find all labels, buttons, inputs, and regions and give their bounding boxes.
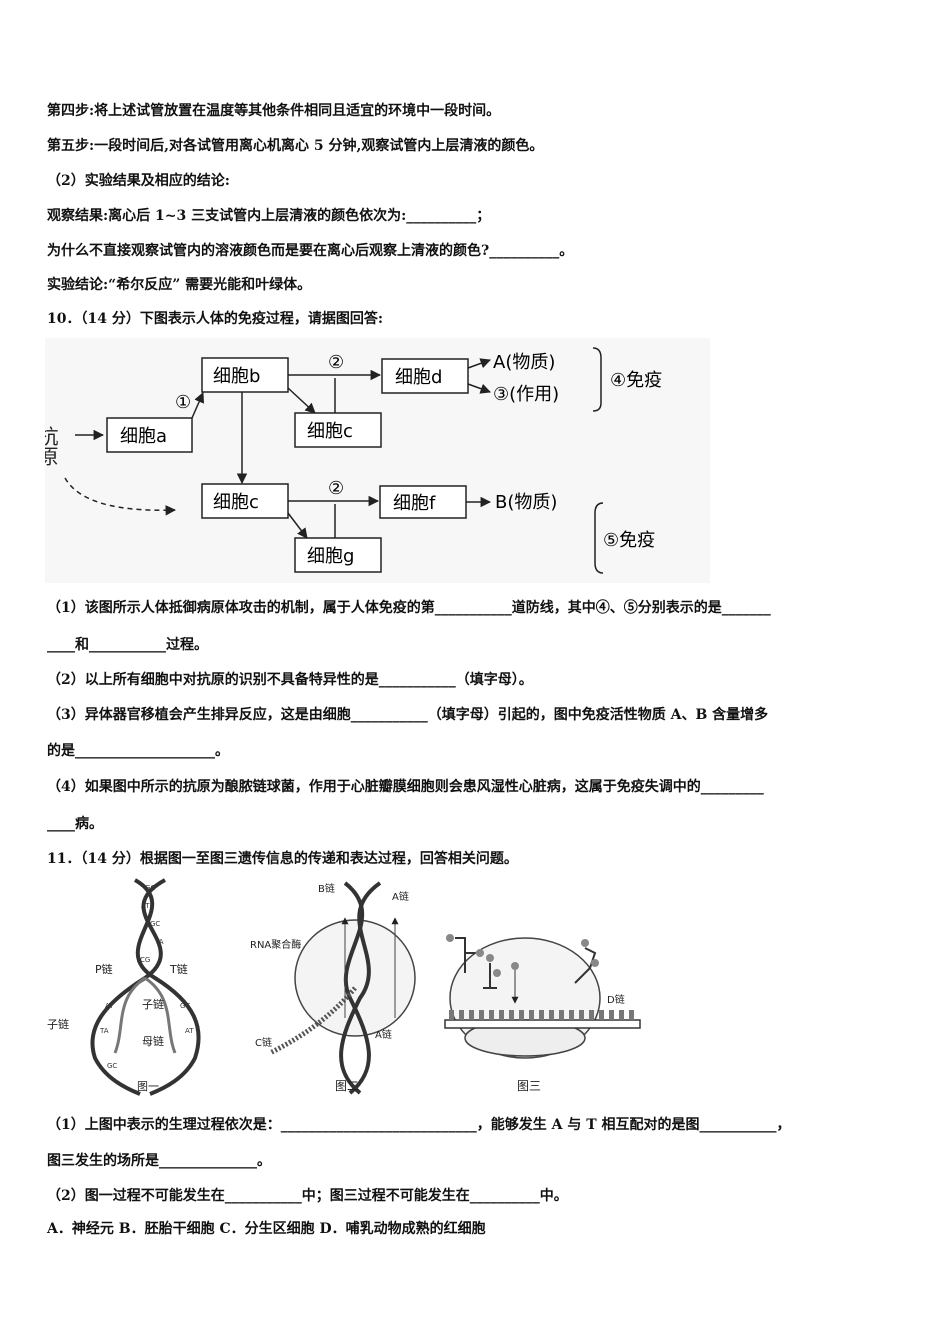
pair-10: GC [107, 1062, 117, 1070]
pair-7: GC [180, 1002, 190, 1010]
question-10-title: 10．（14 分）下图表示人体的免疫过程，请据图回答: [47, 311, 384, 327]
cell-e-box [201, 483, 289, 519]
cell-b-label: 细胞b [213, 366, 260, 387]
mrna-strand [444, 1019, 641, 1029]
pair-2: AT [141, 902, 150, 910]
q10-4-line-b: ____病。 [47, 816, 103, 832]
rna-polymerase-shape [294, 919, 416, 1037]
step5-text: 第五步:一段时间后,对各试管用离心机离心 5 分钟,观察试管内上层清液的颜色。 [47, 138, 544, 154]
cell-g-label: 细胞g [307, 546, 354, 567]
cell-a-box [106, 417, 193, 453]
pair-4: TA [154, 938, 164, 946]
cell-c-top-box [294, 412, 382, 448]
t-chain-label: T链 [169, 962, 188, 976]
rna-polymerase-label: RNA聚合酶 [250, 938, 301, 951]
question-11-title: 11．（14 分）根据图一至图三遗传信息的传递和表达过程，回答相关问题。 [47, 851, 518, 867]
q10-4-line-a: （4）如果图中所示的抗原为酿脓链球菌，作用于心脏瓣膜细胞则会患风湿性心脏病，这属… [47, 779, 764, 795]
child-chain-left-label: 子链 [47, 1017, 69, 1031]
output-3-label: ③(作用) [493, 384, 559, 405]
cell-a-label: 细胞a [120, 426, 167, 447]
cell-f-box [379, 485, 467, 519]
pair-8: TA [99, 1027, 109, 1035]
step2-bottom-label: ② [328, 478, 344, 499]
p-chain-label: P链 [95, 962, 113, 976]
q10-2-text: （2）以上所有细胞中对抗原的识别不具备特异性的是___________（填字母）… [47, 672, 533, 688]
q11-1-line-a: （1）上图中表示的生理过程依次是：_______________________… [47, 1117, 791, 1133]
a-chain-top-label: A链 [392, 890, 409, 903]
q11-options: A．神经元 B．胚胎干细胞 C．分生区细胞 D．哺乳动物成熟的红细胞 [47, 1221, 486, 1237]
cell-e-label: 细胞c [213, 492, 259, 513]
figure-1-dna-replication: GC AT GC TA CG AT GC TA AT GC P链 T链 子链 子… [45, 878, 245, 1096]
pair-5: CG [140, 956, 150, 964]
a-chain-bottom-label: A链 [375, 1028, 392, 1041]
why-text: 为什么不直接观察试管内的溶液颜色而是要在离心后观察上清液的颜色?________… [47, 243, 574, 259]
b-chain-label: B链 [318, 882, 335, 895]
figure-2-caption: 图二 [335, 1079, 359, 1093]
pair-6: AT [105, 1002, 114, 1010]
child-chain-label: 子链 [142, 997, 164, 1011]
cell-g-box [294, 537, 382, 573]
immunity-4-label: ④免疫 [610, 370, 662, 391]
immune-process-diagram: 抗原 细胞a ① 细胞b ② 细胞c 细胞d A(物质) ③(作用) ④免疫 细… [35, 338, 710, 583]
figure-3-translation: D链 图三 [435, 878, 645, 1096]
pair-1: GC [145, 884, 155, 892]
step1-label: ① [175, 392, 191, 413]
cell-c-top-label: 细胞c [307, 421, 353, 442]
mother-chain-label: 母链 [142, 1034, 164, 1048]
q11-2-text: （2）图一过程不可能发生在___________中；图三过程不可能发生在____… [47, 1188, 568, 1204]
pair-9: AT [185, 1027, 194, 1035]
c-chain-label: C链 [255, 1036, 272, 1049]
q10-1-line-a: （1）该图所示人体抵御病原体攻击的机制，属于人体免疫的第___________道… [47, 600, 771, 616]
cell-d-box [381, 358, 469, 394]
cell-f-label: 细胞f [393, 493, 436, 514]
q10-1-line-b: ____和___________过程。 [47, 637, 208, 653]
q11-1-line-b: 图三发生的场所是______________。 [47, 1153, 271, 1169]
q10-3-line-b: 的是____________________。 [47, 743, 229, 759]
output-b-label: B(物质) [495, 492, 557, 513]
d-chain-label: D链 [607, 993, 625, 1006]
step2-top-label: ② [328, 352, 344, 373]
step4-text: 第四步:将上述试管放置在温度等其他条件相同且适宜的环境中一段时间。 [47, 103, 501, 119]
pair-3: GC [150, 920, 160, 928]
figure-1-caption: 图一 [137, 1080, 159, 1093]
observation-text: 观察结果:离心后 1~3 三支试管内上层清液的颜色依次为:__________； [47, 208, 491, 224]
immunity-5-label: ⑤免疫 [603, 530, 655, 551]
output-a-label: A(物质) [493, 352, 555, 373]
figure-2-transcription: B链 A链 RNA聚合酶 C链 A链 图二 [250, 878, 430, 1096]
q10-3-line-a: （3）异体器官移植会产生排异反应，这是由细胞___________（填字母）引起… [47, 707, 769, 723]
antigen-label: 抗原 [45, 426, 59, 466]
q9-2-text: （2）实验结果及相应的结论: [47, 173, 230, 189]
cell-d-label: 细胞d [395, 367, 442, 388]
conclusion-text: 实验结论:“希尔反应” 需要光能和叶绿体。 [47, 277, 312, 293]
figure-3-caption: 图三 [517, 1079, 541, 1093]
